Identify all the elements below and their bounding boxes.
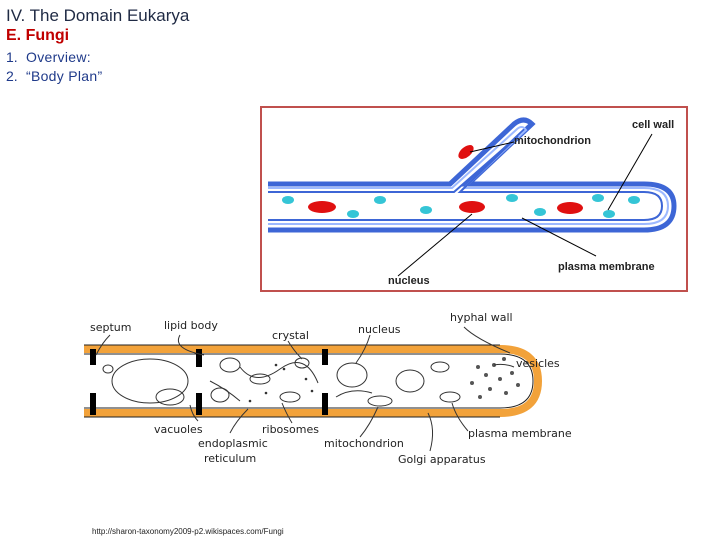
label-endoplasmic: endoplasmic [198,437,268,450]
outline-text: Overview: [26,49,91,65]
pointer-lines [397,133,653,277]
vesicles [470,357,520,399]
nucleus-organelle [459,201,485,213]
label-crystal: crystal [272,329,309,342]
label-vesicles: vesicles [516,357,560,370]
septum [322,393,328,415]
hyphal-wall [84,344,543,418]
hypha-tube [268,117,677,233]
label-plasma-membrane: plasma membrane [558,261,655,273]
vesicle [592,194,604,202]
septum [322,349,328,365]
vesicle [374,196,386,204]
slide-subtitle: E. Fungi [6,27,70,44]
vacuole [219,357,241,373]
label-cell-wall: cell wall [632,119,674,131]
septum [90,393,96,415]
cell-contents [102,357,461,407]
vesicle [420,206,432,214]
label-septum: septum [90,321,131,334]
image-credit-link[interactable]: http://sharon-taxonomy2009-p2.wikispaces… [92,527,284,536]
label-reticulum: reticulum [204,452,256,465]
vesicle [506,194,518,202]
outline-item: 1. Overview: [6,48,102,67]
golgi-organelle [439,391,461,403]
organelles [282,145,640,218]
vacuole [155,388,185,406]
mitochondrion-organelle [367,395,393,407]
label-plasma-membrane: plasma membrane [468,427,572,440]
mitochondrion-organelle [458,145,474,159]
outline-number: 2. [6,68,18,84]
outline-number: 1. [6,49,18,65]
label-mitochondrion: mitochondrion [514,135,591,147]
label-lipid-body: lipid body [164,319,218,332]
ribosomes [248,363,314,403]
nucleus-organelle [557,202,583,214]
fungal-cell-diagram: septum lipid body crystal nucleus hyphal… [84,311,572,466]
label-ribosomes: ribosomes [262,423,319,436]
label-hyphal-wall: hyphal wall [450,311,513,324]
vacuole [111,358,189,404]
vesicle [628,196,640,204]
nucleus-organelle [395,369,425,393]
hypha-diagram: cell wall mitochondrion nucleus plasma m… [260,106,688,292]
label-mitochondrion: mitochondrion [324,437,404,450]
label-nucleus: nucleus [388,275,430,287]
outline-item: 2. “Body Plan” [6,67,102,86]
vacuole [210,387,230,403]
lipid-body [102,364,114,374]
septum [196,349,202,367]
nucleus-organelle [308,201,336,213]
label-vacuoles: vacuoles [154,423,203,436]
mitochondrion-organelle [249,373,271,385]
septa [90,349,328,415]
mitochondrion-organelle [430,361,450,373]
outline-text: “Body Plan” [26,68,103,84]
label-nucleus: nucleus [358,323,401,336]
hypha-diagram-frame [260,106,688,292]
slide-title: IV. The Domain Eukarya [6,6,190,25]
vesicle [282,196,294,204]
pointer-lines [95,326,515,452]
mitochondrion-organelle [279,391,301,403]
septum [90,349,96,365]
vesicle [347,210,359,218]
septum [196,393,202,415]
vesicle [534,208,546,216]
outline-list: 1. Overview: 2. “Body Plan” [6,48,102,86]
label-golgi: Golgi apparatus [398,453,486,466]
nucleus-organelle [336,362,368,388]
vesicle [603,210,615,218]
